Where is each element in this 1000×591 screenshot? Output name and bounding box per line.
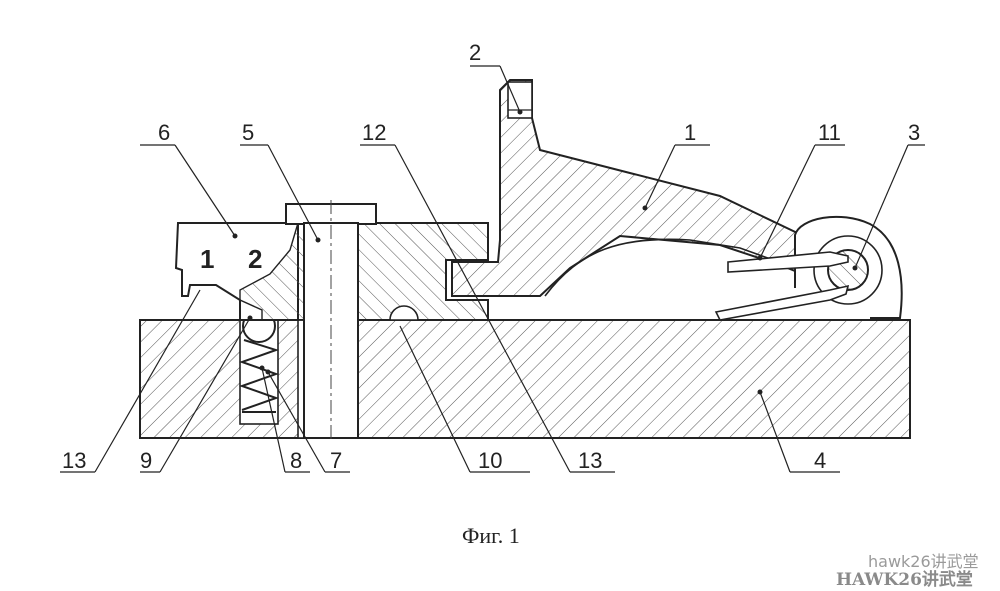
selector-block — [174, 222, 305, 321]
selector-mark-1: 1 — [200, 244, 214, 274]
detent-10 — [389, 305, 419, 321]
label-12: 12 — [362, 120, 386, 145]
label-13-left: 13 — [62, 448, 86, 473]
label-10: 10 — [478, 448, 502, 473]
label-2: 2 — [469, 40, 481, 65]
figure-caption: Фиг. 1 — [462, 523, 520, 548]
leader-dots — [232, 109, 858, 395]
watermark-handle: hawk26讲武堂 — [868, 552, 979, 571]
spring — [238, 339, 280, 411]
lever-spring-lower — [714, 284, 850, 321]
leader-lines — [60, 65, 925, 473]
label-8: 8 — [290, 448, 302, 473]
label-11: 11 — [818, 120, 841, 145]
label-5: 5 — [242, 120, 254, 145]
selector-mark-2: 2 — [248, 244, 262, 274]
label-4: 4 — [814, 448, 826, 473]
lever-spring-upper — [727, 251, 849, 273]
label-3: 3 — [908, 120, 920, 145]
axis-pin — [285, 200, 377, 440]
label-6: 6 — [158, 120, 170, 145]
label-13-right: 13 — [578, 448, 602, 473]
label-7: 7 — [330, 448, 342, 473]
label-1: 1 — [684, 120, 696, 145]
watermark-brand: HAWK26讲武堂 — [836, 569, 973, 590]
label-9: 9 — [140, 448, 152, 473]
